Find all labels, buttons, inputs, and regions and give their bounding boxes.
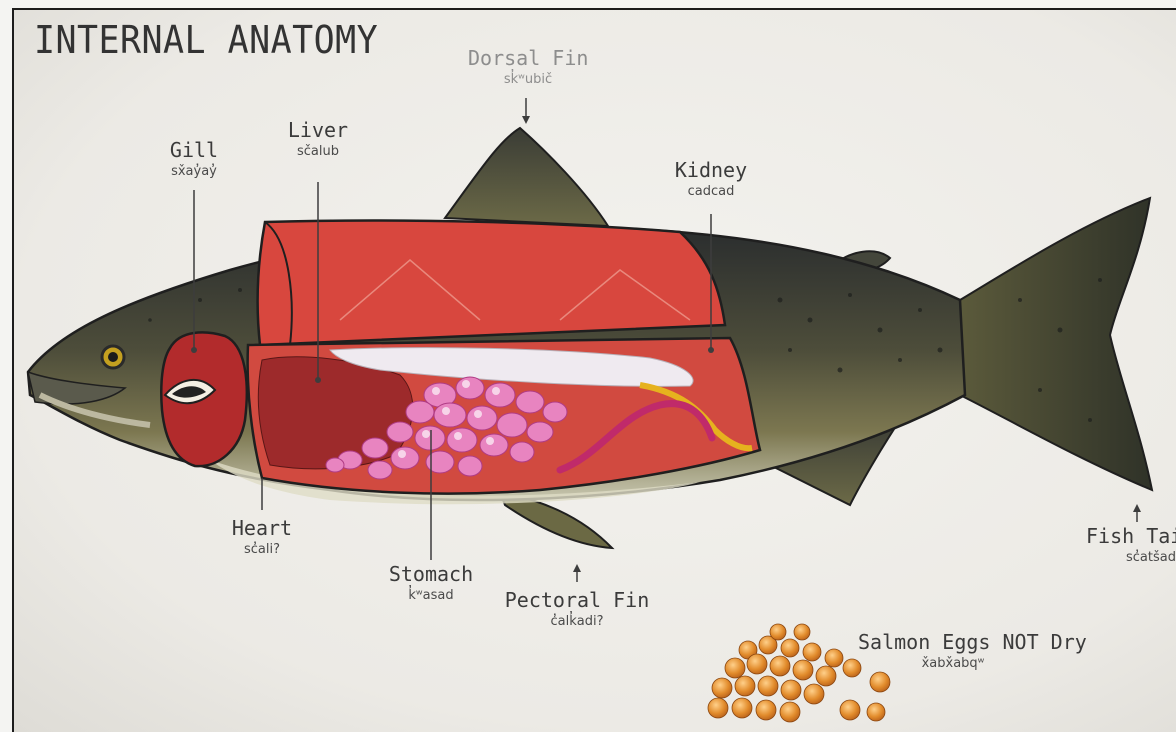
fish-tail-label: Fish Tail	[1086, 524, 1176, 548]
dorsal-fin-label: Dorsal Fin	[468, 46, 588, 70]
pectoral-fin-native: c̓alk̓adi?	[502, 614, 652, 629]
dorsal-fin-shape	[445, 128, 608, 226]
salmon-eggs-label: Salmon Eggs NOT Dry	[858, 630, 1048, 654]
stomach-label: Stomach	[371, 562, 491, 586]
label-dorsal-fin: Dorsal Fin sk̓ʷubič	[468, 46, 588, 87]
label-heart: Heart sc̓ali?	[212, 516, 312, 557]
page-title: INTERNAL ANATOMY	[34, 18, 378, 62]
label-gill: Gill sx̌ay̓ay̓	[144, 138, 244, 179]
heart-native: sc̓ali?	[212, 542, 312, 557]
label-pectoral-fin: Pectoral Fin c̓alk̓adi?	[502, 588, 652, 629]
heart-label: Heart	[212, 516, 312, 540]
dorsal-fin-native: sk̓ʷubič	[468, 72, 588, 87]
label-salmon-eggs: Salmon Eggs NOT Dry x̌abx̌abqʷ	[858, 630, 1048, 671]
stomach-native: k̓ʷasad	[371, 588, 491, 603]
flesh-flap	[258, 220, 725, 345]
liver-native: sčalub	[268, 144, 368, 159]
label-fish-tail: Fish Tail sc̓atšad	[1086, 524, 1176, 565]
liver-label: Liver	[268, 118, 368, 142]
gill-native: sx̌ay̓ay̓	[144, 164, 244, 179]
pectoral-fin-label: Pectoral Fin	[502, 588, 652, 612]
tail-shape	[960, 198, 1152, 490]
label-stomach: Stomach k̓ʷasad	[371, 562, 491, 603]
gill-label: Gill	[144, 138, 244, 162]
label-liver: Liver sčalub	[268, 118, 368, 159]
liver-shape	[258, 357, 412, 469]
kidney-native: cadcad	[661, 184, 761, 199]
salmon-eggs-native: x̌abx̌abqʷ	[858, 656, 1048, 671]
kidney-label: Kidney	[661, 158, 761, 182]
fish-tail-native: sc̓atšad	[1086, 550, 1176, 565]
label-kidney: Kidney cadcad	[661, 158, 761, 199]
